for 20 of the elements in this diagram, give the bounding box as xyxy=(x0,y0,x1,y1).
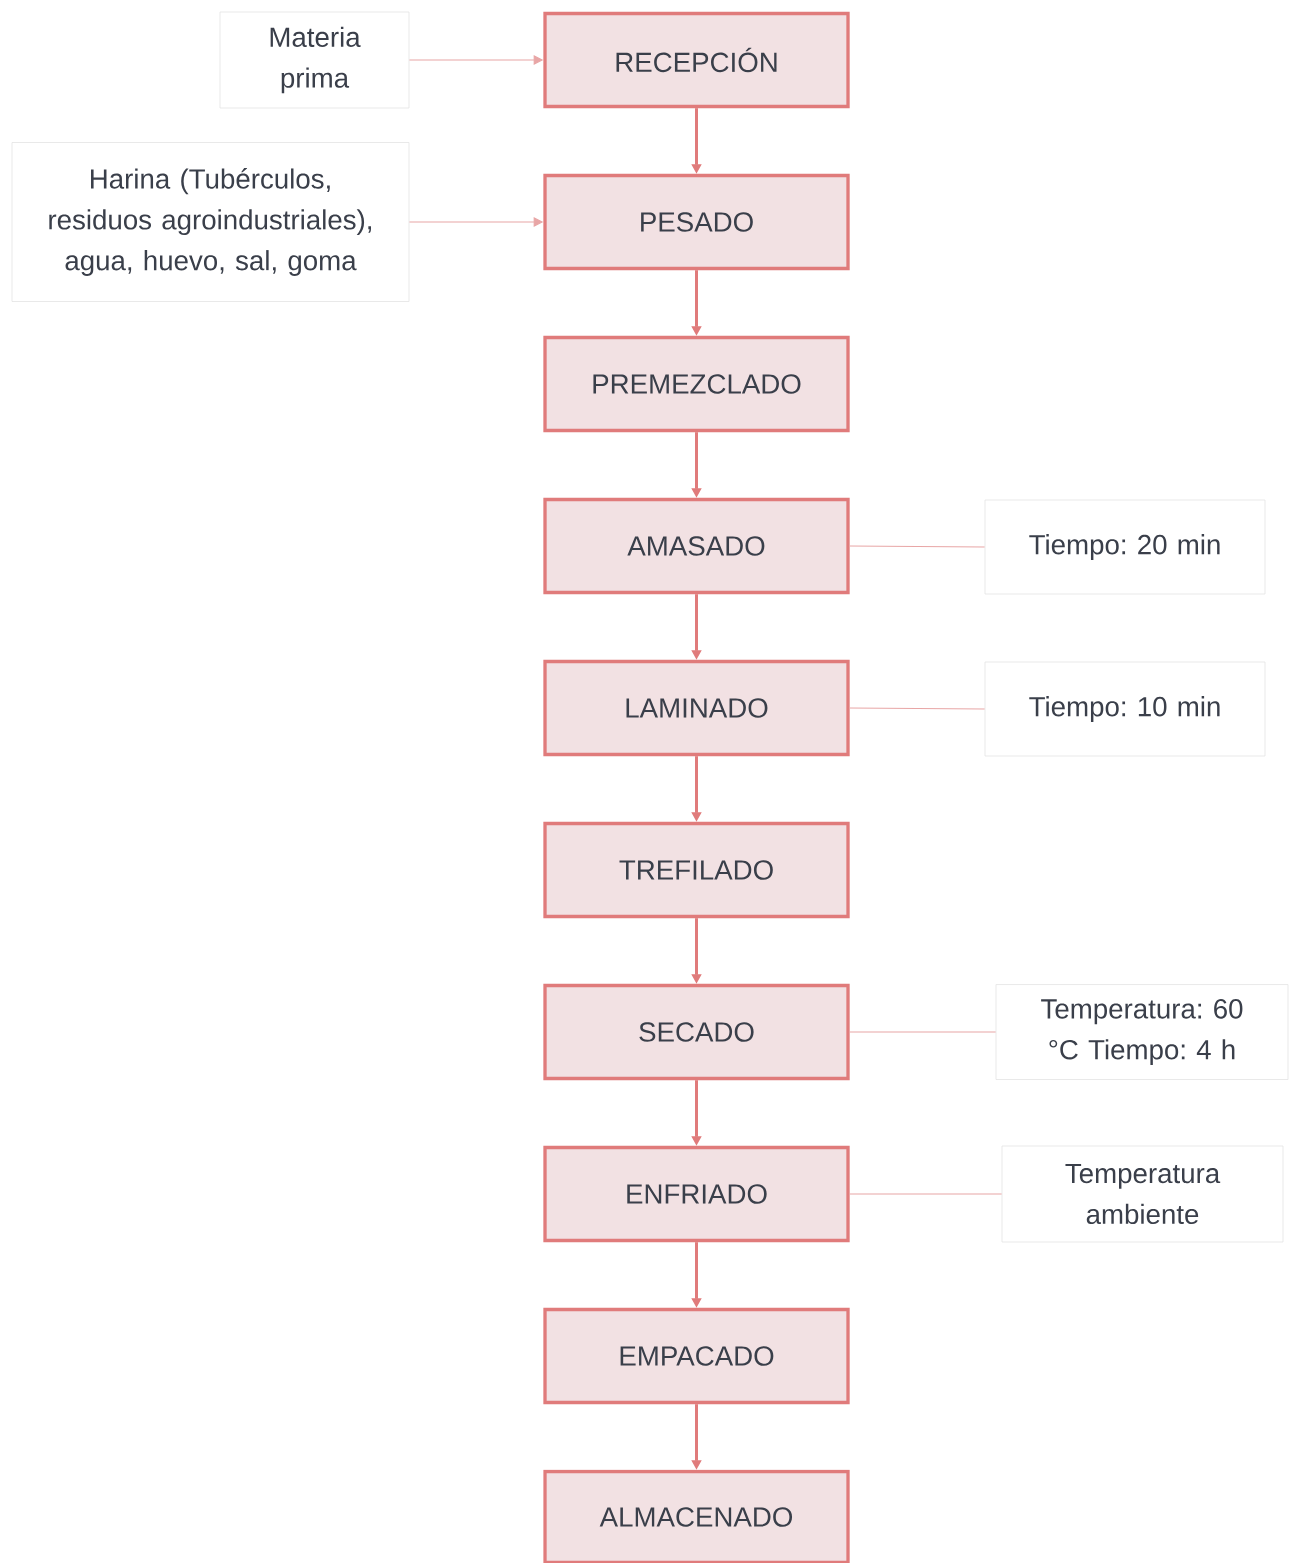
note-box: Harina (Tubérculos, residuos agroindustriales), agua, huevo, sal, goma xyxy=(11,142,410,302)
note-box: Temperatura ambiente xyxy=(1001,1145,1284,1243)
process-box: PREMEZCLADO xyxy=(543,335,850,433)
process-box: ENFRIADO xyxy=(543,1145,850,1243)
note-box: Tiempo: 10 min xyxy=(984,661,1266,757)
process-box: EMPACADO xyxy=(543,1307,850,1405)
process-box: RECEPCIÓN xyxy=(543,11,850,109)
process-box: TREFILADO xyxy=(543,821,850,919)
note-box: Temperatura: 60 °C Tiempo: 4 h xyxy=(995,984,1289,1080)
note-box: Materia prima xyxy=(219,11,410,109)
process-box: PESADO xyxy=(543,173,850,271)
process-box: AMASADO xyxy=(543,497,850,595)
process-box: SECADO xyxy=(543,983,850,1081)
connector-line xyxy=(849,1193,1003,1195)
process-box: LAMINADO xyxy=(543,659,850,757)
connector-line xyxy=(849,545,986,548)
process-box: ALMACENADO xyxy=(543,1469,850,1563)
connector-line xyxy=(849,1031,997,1033)
connector-line xyxy=(849,707,986,710)
note-box: Tiempo: 20 min xyxy=(984,499,1266,595)
